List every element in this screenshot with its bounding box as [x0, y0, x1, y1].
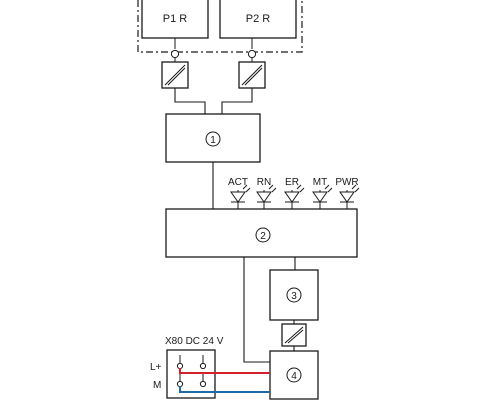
- port-p1-box: P1 R: [141, 0, 209, 39]
- supply-minus-label: M: [153, 380, 161, 391]
- unit-2-box: 2: [165, 208, 358, 258]
- wire-p1-to-unit1: [174, 88, 206, 114]
- led-mt-label: MT: [313, 177, 327, 188]
- unit-4-label: 4: [291, 371, 297, 382]
- connector-p1-icon: [170, 38, 180, 62]
- led-rn-label: RN: [257, 177, 271, 188]
- led-pwr-label: PWR: [335, 177, 358, 188]
- converter-unit3-icon: [281, 323, 307, 347]
- connector-p2-icon: [247, 38, 257, 62]
- led-rn-icon: [256, 184, 277, 209]
- converter-p1-icon: [161, 61, 189, 89]
- supply-title: X80 DC 24 V: [165, 336, 224, 347]
- unit-3-box: 3: [269, 269, 319, 321]
- led-mt-icon: [312, 184, 333, 209]
- led-er-icon: [284, 184, 305, 209]
- led-act-label: ACT: [228, 177, 248, 188]
- led-act-icon: [230, 184, 251, 209]
- led-pwr: PWR: [335, 177, 360, 209]
- wire-unit2-to-unit4: [243, 257, 270, 363]
- led-act: ACT: [228, 177, 251, 209]
- supply-plus-label: L+: [150, 362, 162, 373]
- led-er: ER: [284, 177, 305, 209]
- port-p2-label: P2 R: [246, 13, 271, 25]
- unit-4-box: 4: [269, 350, 319, 400]
- port-p2-box: P2 R: [219, 0, 297, 39]
- port-p1-label: P1 R: [163, 13, 188, 25]
- port-enclosure-outline: [137, 0, 303, 53]
- led-mt: MT: [312, 177, 333, 209]
- wire-plus: [179, 368, 270, 374]
- led-er-label: ER: [285, 177, 299, 188]
- unit-1-label: 1: [210, 135, 216, 146]
- led-rn: RN: [256, 177, 277, 209]
- led-row: ACT RN ER: [228, 177, 360, 209]
- converter-p2-icon: [238, 61, 266, 89]
- wire-p2-to-unit1: [221, 88, 253, 114]
- unit-2-label: 2: [260, 231, 266, 242]
- unit-1-box: 1: [165, 113, 261, 163]
- wire-minus: [179, 386, 270, 393]
- unit-3-label: 3: [291, 291, 297, 302]
- led-pwr-icon: [339, 184, 360, 209]
